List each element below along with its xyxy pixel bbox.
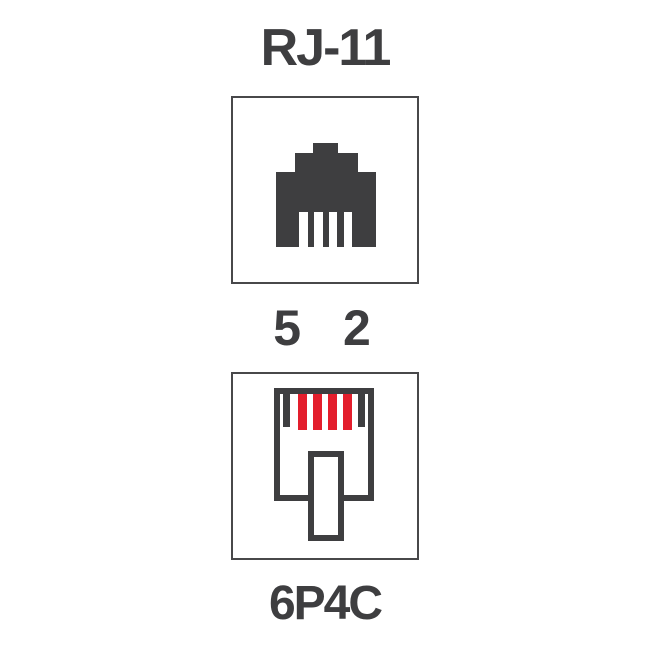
jack-silhouette [276, 143, 376, 247]
jack-panel [231, 96, 419, 284]
plug-contact-pins [283, 394, 365, 430]
pin-label-2: 2 [343, 300, 371, 356]
pin-number-labels: 5 2 [227, 303, 417, 353]
pin-4-contact [328, 394, 337, 430]
rj11-plug-icon [274, 388, 374, 541]
pin-3-contact [313, 394, 322, 430]
pin-2-contact [298, 394, 307, 430]
plug-latch-tab [308, 451, 344, 541]
pin-6-unused [358, 394, 365, 427]
diagram-title: RJ-11 [260, 19, 392, 77]
connector-type-label: 6P4C [268, 577, 383, 630]
pin-label-5: 5 [273, 300, 301, 356]
pin-5-contact [343, 394, 352, 430]
rj11-jack-front-icon [276, 143, 376, 247]
plug-panel [231, 372, 419, 560]
pin-1-unused [283, 394, 290, 427]
